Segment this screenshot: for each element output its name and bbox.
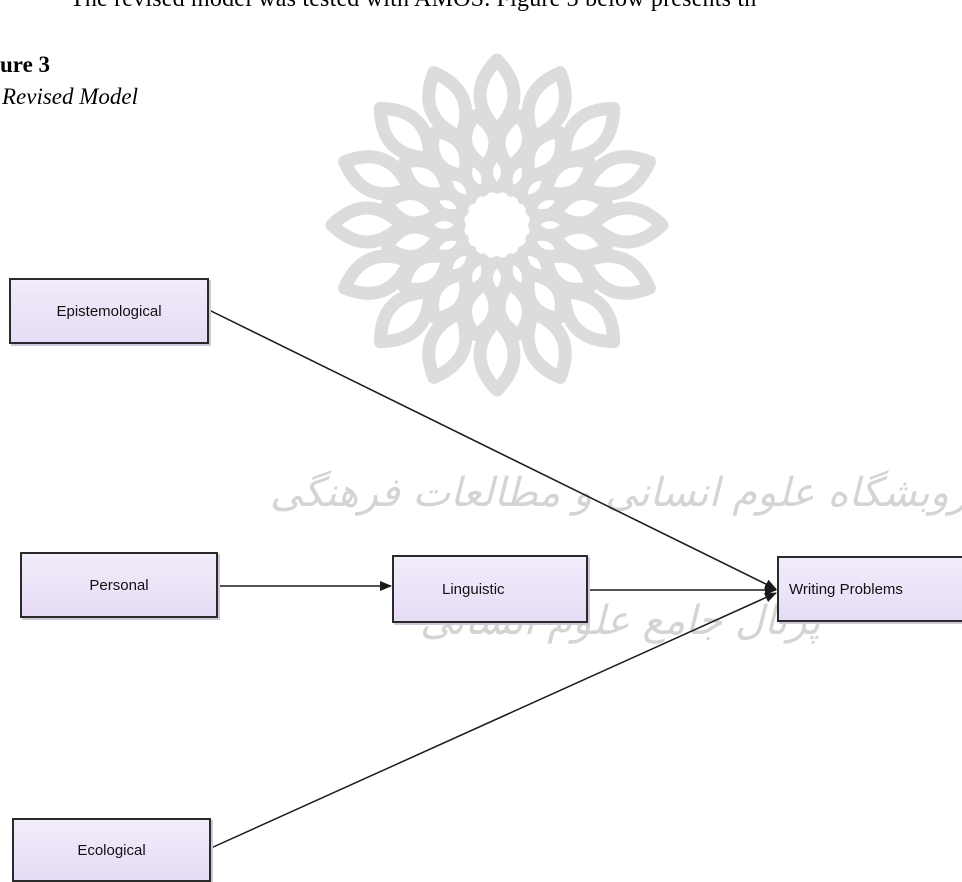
figure-title: Revised Model xyxy=(2,84,139,109)
node-writing-problems: Writing Problems xyxy=(777,556,962,622)
arrow-ecological-to-writing-problems xyxy=(210,592,777,849)
watermark-text-line1: ثروبشگاه علوم انسانی و مطالعات فرهنگی xyxy=(270,470,962,516)
node-linguistic: Linguistic xyxy=(392,555,588,623)
node-personal: Personal xyxy=(20,552,218,618)
figure-label: ure 3 xyxy=(0,52,51,77)
intro-text-fragment: The revised model was tested with AMOS. … xyxy=(0,0,962,16)
node-ecological: Ecological xyxy=(12,818,211,882)
node-epistemological: Epistemological xyxy=(9,278,209,344)
intro-text: The revised model was tested with AMOS. … xyxy=(70,0,756,13)
arrow-epistemological-to-writing-problems xyxy=(208,309,777,590)
